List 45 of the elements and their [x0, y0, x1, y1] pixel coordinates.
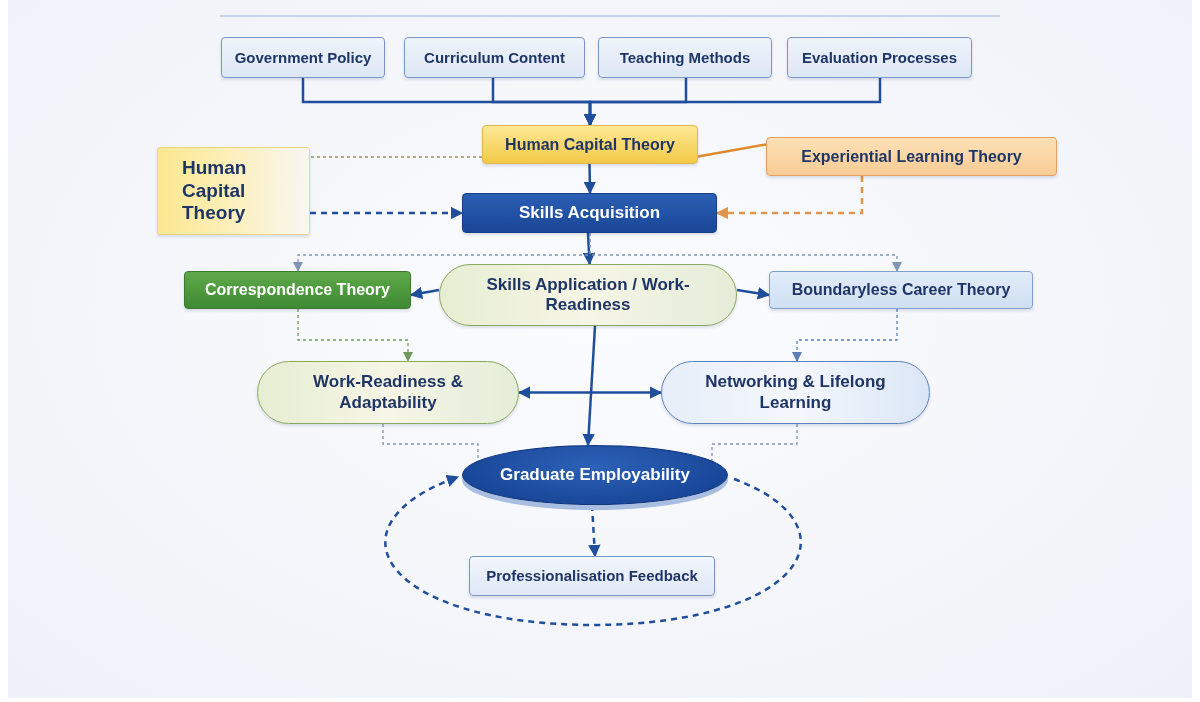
input-box [404, 37, 585, 78]
arrow [589, 232, 903, 273]
node-label: Correspondence Theory [205, 280, 390, 300]
arrow [297, 308, 414, 363]
node-label: Skills Acquisition [518, 202, 661, 224]
arrow [736, 287, 771, 300]
node-label: Skills Application / Work-Readiness [485, 274, 691, 316]
theory-box [769, 271, 1033, 309]
arrow [409, 286, 440, 300]
arrow [517, 386, 663, 399]
arrow [582, 325, 597, 447]
theory-box [482, 125, 698, 164]
process-box [462, 193, 717, 233]
node-label: Boundaryless Career Theory [791, 280, 1011, 300]
input-box [598, 37, 772, 78]
arrow [715, 176, 864, 220]
theory-panel [157, 147, 310, 235]
node-label: Human Capital Theory [505, 134, 675, 155]
node-label: Evaluation Processes [801, 48, 958, 67]
arrow [583, 78, 882, 127]
arrow [791, 308, 898, 363]
input-box [221, 37, 385, 78]
node-label: Professionalisation Feedback [486, 567, 698, 585]
node-label: Experiential Learning Theory [801, 146, 1022, 167]
outcome-pill [257, 361, 519, 424]
connector-line [711, 423, 798, 462]
node-label: Work-Readiness & Adaptability [312, 372, 464, 413]
connector-line [697, 143, 767, 158]
node-label: Government Policy [234, 48, 372, 67]
theory-box [184, 271, 411, 309]
arrow [583, 163, 597, 195]
node-label: Networking & Lifelong Learning [704, 372, 887, 413]
feedback-box [469, 556, 715, 596]
node-label: Human Capital Theory [182, 156, 248, 226]
arrow [384, 475, 802, 627]
input-box [787, 37, 972, 78]
node-label: Graduate Employability [500, 464, 690, 486]
node-label: Teaching Methods [619, 48, 751, 67]
theory-box [766, 137, 1057, 176]
arrow [310, 206, 464, 220]
outcome-pill [661, 361, 930, 424]
connector-line [309, 156, 483, 158]
node-label: Curriculum Content [424, 48, 565, 67]
arrow [582, 232, 596, 266]
outcome-pill [439, 264, 737, 326]
